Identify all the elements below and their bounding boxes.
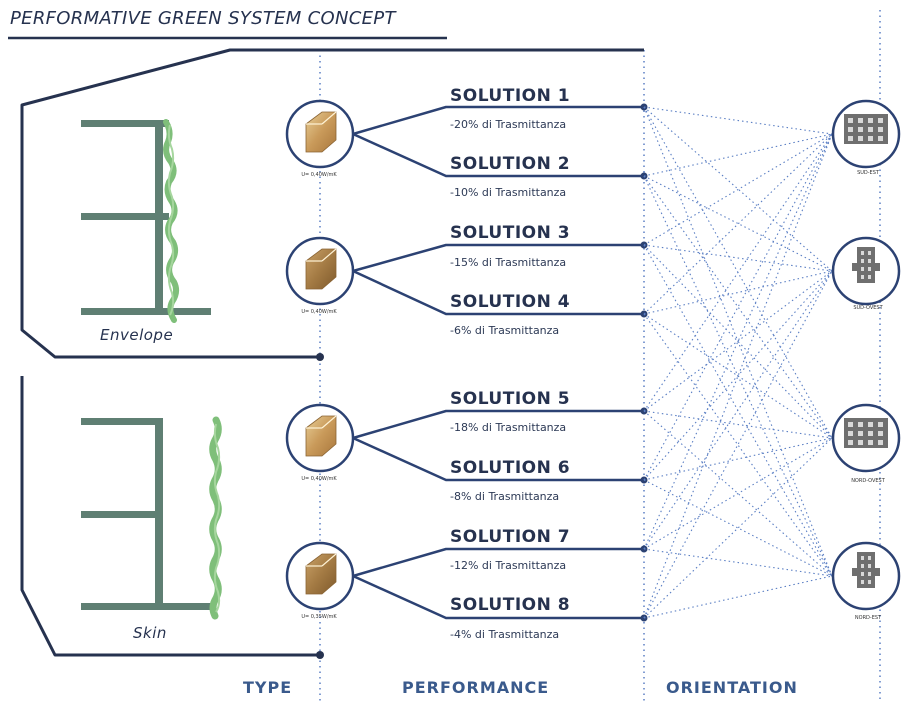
orientation-4-building-icon [852, 552, 880, 588]
solution-5-desc: -18% di Trasmittanza [450, 421, 567, 434]
solution-2-name: SOLUTION 2 [450, 154, 571, 174]
connection-1-2 [643, 106, 833, 272]
solution-4-branch [352, 269, 644, 316]
connection-8-4 [643, 575, 833, 619]
solution-6-desc: -8% di Trasmittanza [450, 490, 560, 503]
envelope-wall [81, 119, 211, 323]
dotted-layer [643, 106, 833, 619]
solution-6-name: SOLUTION 6 [450, 458, 571, 478]
solution-8-name: SOLUTION 8 [450, 595, 571, 615]
column-label-performance: PERFORMANCE [402, 678, 550, 697]
connection-8-3 [643, 437, 833, 619]
orientation-3-label: NORD-OVEST [851, 478, 885, 484]
orientation-4-circle [831, 541, 901, 611]
solution-6-branch [352, 436, 644, 482]
material-4-circle [285, 541, 355, 611]
orientation-3-building-icon [844, 418, 888, 448]
connection-6-1 [643, 133, 833, 481]
material-4-u-label: U= 0,35W/mK [301, 614, 337, 620]
solution-7-desc: -12% di Trasmittanza [450, 559, 567, 572]
solution-7-name: SOLUTION 7 [450, 527, 571, 547]
material-3-circle [285, 403, 355, 473]
solution-1-branch [352, 105, 644, 136]
orientation-2-circle [831, 236, 901, 306]
connection-8-2 [643, 270, 833, 619]
connection-6-2 [643, 270, 833, 481]
diagram-title: PERFORMATIVE GREEN SYSTEM CONCEPT [10, 8, 396, 29]
orientation-1-building-icon [844, 114, 888, 144]
connection-4-4 [643, 313, 833, 577]
connection-2-3 [643, 175, 833, 439]
connection-7-2 [643, 270, 833, 550]
connection-6-3 [643, 437, 833, 481]
connection-2-1 [643, 133, 833, 177]
connection-7-3 [643, 437, 833, 550]
solution-2-branch [352, 132, 644, 178]
solution-7-branch [352, 547, 644, 578]
material-2-circle [285, 236, 355, 306]
envelope-end-dot [316, 353, 324, 361]
connection-5-2 [643, 270, 833, 412]
column-label-type: TYPE [243, 678, 293, 697]
connection-4-2 [643, 270, 833, 315]
orientation-1-label: SUD-EST [857, 170, 879, 176]
orientation-4-label: NORD-EST [854, 615, 882, 621]
material-3-u-label: U= 0,40W/mK [301, 476, 337, 482]
connection-5-3 [643, 410, 833, 439]
connection-3-2 [643, 244, 833, 272]
orientation-3-circle [831, 403, 901, 473]
connection-8-1 [643, 133, 833, 619]
orientation-2-building-icon [852, 247, 880, 283]
solution-5-name: SOLUTION 5 [450, 389, 571, 409]
material-1-circle [285, 99, 355, 169]
connection-3-1 [643, 133, 833, 246]
material-2-u-label: U= 0,40W/mK [301, 309, 337, 315]
skin-end-dot [316, 651, 324, 659]
column-label-orientation: ORIENTATION [666, 678, 798, 697]
connection-5-1 [643, 133, 833, 412]
connection-7-4 [643, 548, 833, 577]
material-1-u-label: U= 0,40W/mK [301, 172, 337, 178]
solution-3-branch [352, 243, 644, 273]
solution-3-desc: -15% di Trasmittanza [450, 256, 567, 269]
material-layer [285, 99, 355, 611]
solution-1-name: SOLUTION 1 [450, 86, 571, 106]
orientation-1-circle [831, 99, 901, 169]
envelope-frame [20, 48, 644, 359]
connection-1-1 [643, 106, 833, 135]
connection-1-4 [643, 106, 833, 577]
connection-2-2 [643, 175, 833, 272]
solution-4-name: SOLUTION 4 [450, 292, 571, 312]
solution-5-branch [352, 409, 644, 440]
orientation-layer [831, 99, 901, 611]
orientation-2-label: SUD-OVEST [853, 305, 883, 311]
solution-8-branch [352, 574, 644, 620]
connection-5-4 [643, 410, 833, 577]
skin-frame [20, 376, 320, 657]
envelope-label: Envelope [100, 326, 174, 344]
connection-6-4 [643, 479, 833, 577]
skin-label: Skin [133, 624, 167, 642]
solution-3-name: SOLUTION 3 [450, 223, 571, 243]
solution-1-desc: -20% di Trasmittanza [450, 118, 567, 131]
solution-2-desc: -10% di Trasmittanza [450, 186, 567, 199]
solution-4-desc: -6% di Trasmittanza [450, 324, 560, 337]
skin-wall [81, 416, 222, 620]
connection-4-1 [643, 133, 833, 315]
solution-8-desc: -4% di Trasmittanza [450, 628, 560, 641]
